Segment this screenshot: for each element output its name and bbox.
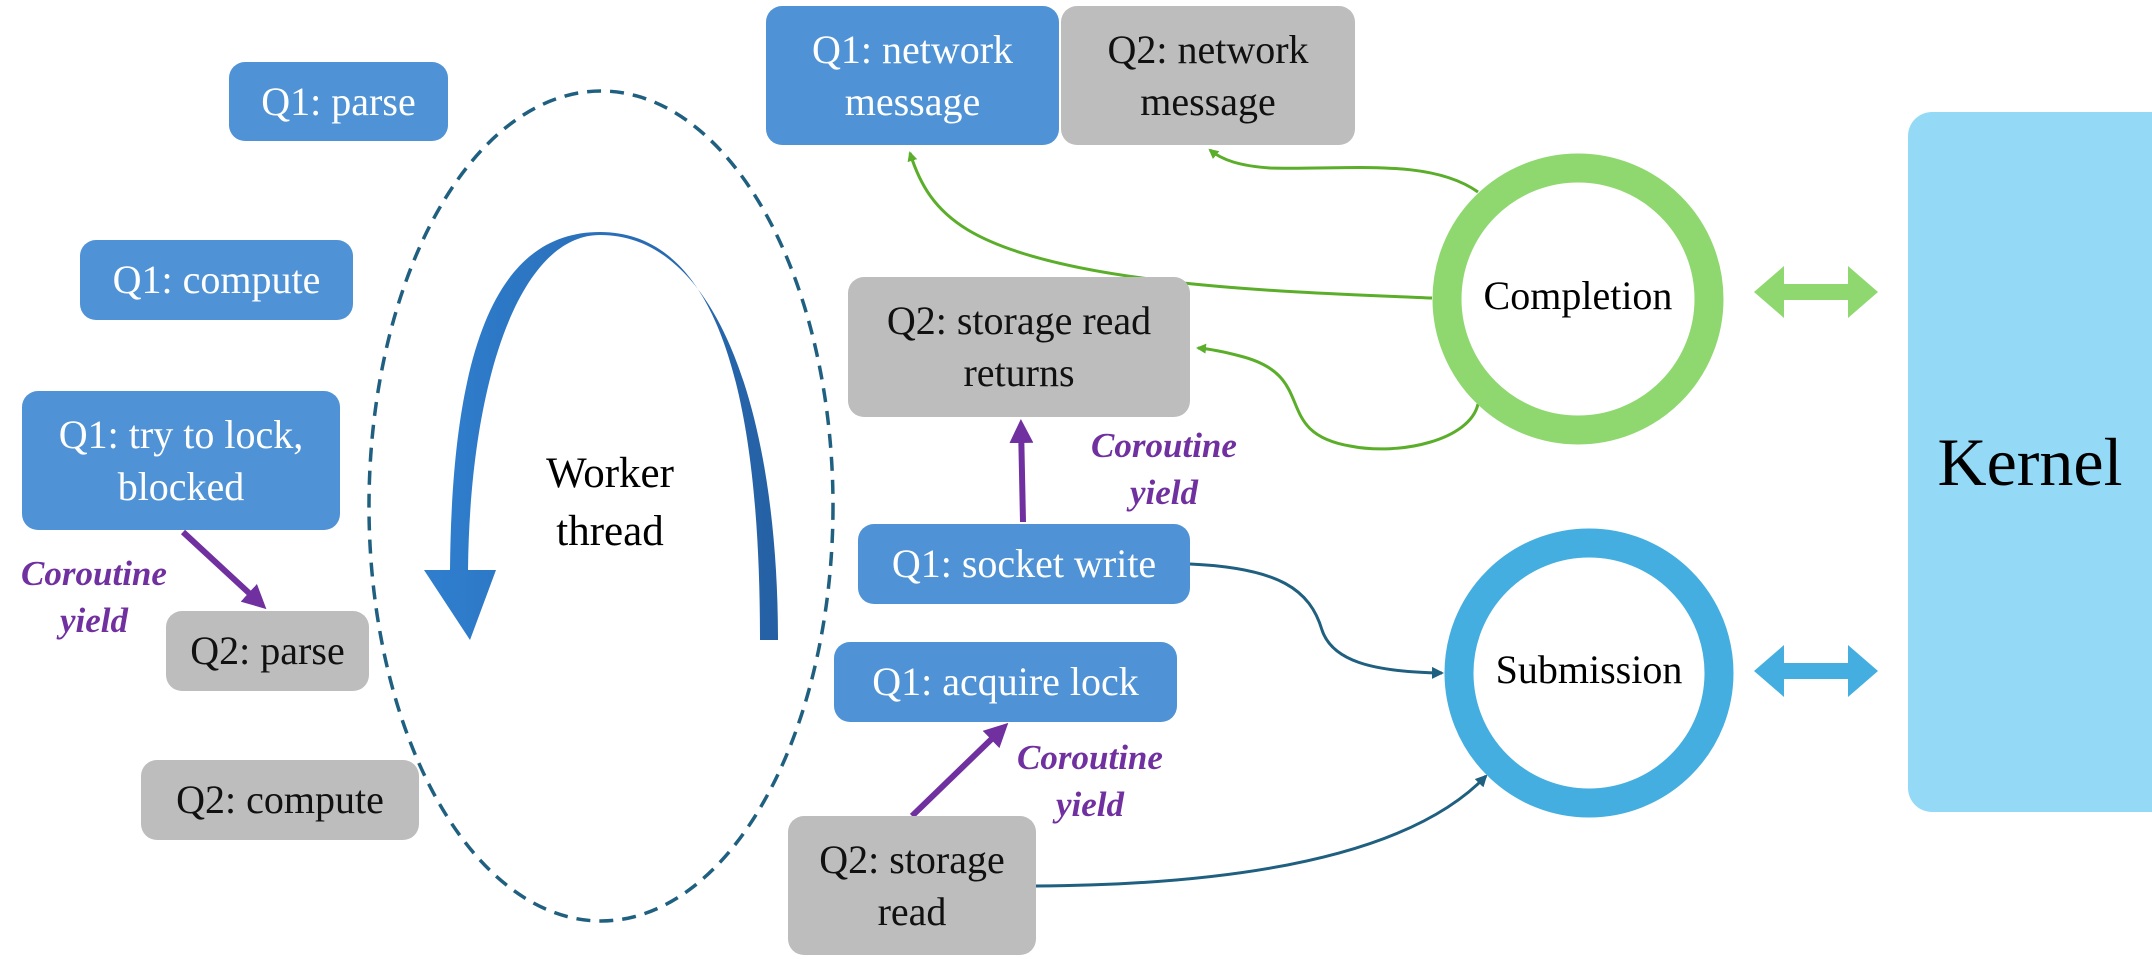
- worker-thread-label-line1: Worker: [546, 450, 674, 497]
- coroutine-yield-left-line2: yield: [59, 601, 129, 641]
- q1-try-to-lock-box: Q1: try to lock, blocked: [22, 391, 340, 530]
- q1-network-message-line1: Q1: network: [811, 26, 1014, 72]
- q1-socket-write-box: Q1: socket write: [858, 524, 1190, 604]
- coroutine-yield-label-socket: Coroutine yield: [1074, 422, 1254, 517]
- q1-socket-write-label: Q1: socket write: [891, 541, 1157, 586]
- coroutine-yield-socket-line2: yield: [1129, 473, 1199, 513]
- q2-network-message-line1: Q2: network: [1107, 26, 1309, 72]
- storage-read-to-submission-arrow: [1035, 774, 1488, 888]
- completion-ring-label: Completion: [1483, 273, 1673, 318]
- coroutine-yield-label-left: Coroutine yield: [4, 550, 184, 645]
- q2-storage-read-returns-line2: returns: [963, 350, 1075, 395]
- q2-storage-read-returns-box: Q2: storage read returns: [848, 277, 1190, 417]
- q1-compute-box: Q1: compute: [80, 240, 353, 320]
- submission-ring: [1444, 528, 1734, 818]
- coroutine-yield-storage-line1: Coroutine: [1017, 738, 1163, 777]
- worker-thread-ellipse: [367, 89, 835, 923]
- coroutine-yield-label-storage: Coroutine yield: [1000, 734, 1180, 829]
- completion-kernel-double-arrow: [1754, 266, 1878, 318]
- coroutine-yield-storage-line2: yield: [1055, 785, 1125, 825]
- coroutine-yield-left-line1: Coroutine: [21, 554, 167, 593]
- completion-to-q1-network-arrow: [907, 151, 1433, 300]
- q2-parse-label: Q2: parse: [190, 628, 345, 673]
- worker-thread-label-line2: thread: [556, 508, 664, 556]
- q2-storage-read-line1: Q2: storage: [819, 836, 1005, 882]
- coroutine-yield-socket-line1: Coroutine: [1091, 426, 1237, 465]
- q2-network-message-line2: message: [1140, 78, 1276, 124]
- yield-arrow-left: [180, 529, 267, 610]
- q1-compute-label: Q1: compute: [112, 257, 321, 302]
- completion-ring: [1432, 153, 1724, 445]
- submission-ring-label: Submission: [1495, 647, 1683, 692]
- yield-arrow-socket-to-storage: [1009, 419, 1034, 523]
- q1-acquire-lock-label: Q1: acquire lock: [872, 659, 1139, 704]
- q2-parse-box: Q2: parse: [166, 611, 369, 691]
- q2-compute-box: Q2: compute: [141, 760, 419, 840]
- q1-try-to-lock-label-line1: Q1: try to lock,: [58, 411, 304, 457]
- yield-arrow-storage-to-lock: [909, 722, 1009, 819]
- q2-storage-read-line2: read: [877, 888, 947, 934]
- q1-try-to-lock-label-line2: blocked: [117, 463, 245, 509]
- completion-to-q2-network-arrow: [1208, 148, 1479, 194]
- q2-storage-read-box: Q2: storage read: [788, 816, 1036, 955]
- worker-thread-loop-arrow: [424, 232, 778, 640]
- q1-network-message-box: Q1: network message: [766, 6, 1059, 145]
- kernel-label: Kernel: [1937, 423, 2123, 500]
- q1-parse-box: Q1: parse: [229, 62, 448, 141]
- kernel-block: Kernel: [1908, 112, 2152, 812]
- socket-write-to-submission-arrow: [1189, 562, 1444, 679]
- q1-parse-label: Q1: parse: [261, 78, 416, 124]
- q2-network-message-box: Q2: network message: [1061, 6, 1355, 145]
- q1-acquire-lock-box: Q1: acquire lock: [834, 642, 1177, 722]
- completion-to-q2-storage-returns-arrow: [1196, 343, 1480, 451]
- submission-kernel-double-arrow: [1754, 645, 1878, 697]
- q2-storage-read-returns-line1: Q2: storage read: [886, 298, 1152, 343]
- q2-compute-label: Q2: compute: [176, 777, 384, 822]
- q1-network-message-line2: message: [844, 78, 981, 124]
- worker-thread-label: Worker thread: [520, 445, 700, 561]
